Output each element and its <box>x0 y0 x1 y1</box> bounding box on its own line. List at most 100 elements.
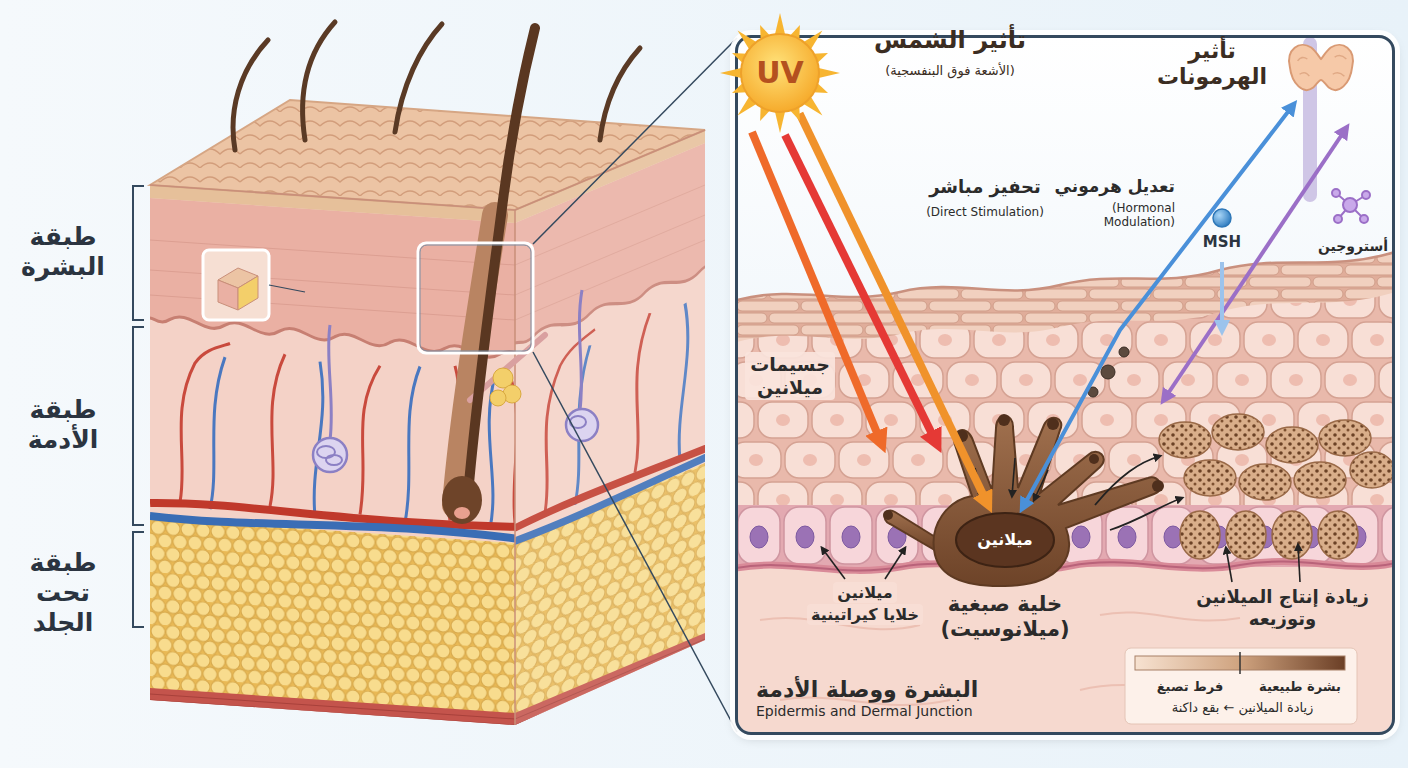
sun-ray <box>732 53 747 63</box>
sun-ray <box>775 13 786 35</box>
pigmented-keratinocyte <box>1180 511 1220 559</box>
annotation-label: (Direct Stimulation) <box>926 205 1044 219</box>
estrogen-molecule <box>1362 191 1370 199</box>
sun-ray <box>775 111 786 133</box>
layer-label: طبقة تحت الجلد <box>8 548 118 638</box>
zoom-leader <box>533 38 737 732</box>
hair-strand <box>303 22 335 140</box>
melanocyte-cell <box>934 416 1161 586</box>
heading-label: تأثير الشمس <box>874 26 1026 55</box>
flow-arrow <box>1220 262 1224 328</box>
estrogen-molecule <box>1334 215 1342 223</box>
flow-arrow <box>1110 498 1182 530</box>
text-holder: UV <box>735 28 825 118</box>
subheading-label: (الأشعة فوق البنفسجية) <box>885 63 1014 79</box>
sweat-gland <box>566 409 598 441</box>
sun-ray <box>803 96 823 116</box>
pigmented-keratinocyte <box>1266 427 1318 463</box>
melanocyte-cell <box>1089 454 1099 464</box>
label-slot: فرط تصبغ <box>1140 676 1240 695</box>
text-holder: البشرة ووصلة الأدمةEpidermis and Dermal … <box>756 677 978 720</box>
melanocyte-cell <box>998 414 1010 426</box>
pigmented-keratinocyte <box>1350 452 1392 488</box>
sun-ray <box>732 83 747 93</box>
inset-frame <box>203 243 533 353</box>
annotation-label: تحفيز مباشر <box>929 176 1041 198</box>
scale-box <box>1125 648 1357 724</box>
scale-label: بشرة طبيعية <box>1259 679 1341 695</box>
sun-label: UV <box>756 55 804 91</box>
nucleus-outline <box>956 513 1054 567</box>
label-slot: تأثير الشمس <box>870 26 1030 55</box>
flow-arrow <box>1012 458 1015 496</box>
layer-label: طبقة البشرة <box>8 222 118 282</box>
msh-molecule <box>1213 209 1231 227</box>
inset-frame <box>203 250 269 320</box>
melanocyte-cell <box>883 414 1164 586</box>
detail-illustration <box>738 38 1392 732</box>
label-slot: بشرة طبيعية <box>1250 676 1350 695</box>
sun-ray <box>790 25 800 40</box>
label-slot: MSH <box>1197 232 1247 251</box>
label-slot: طبقة الأدمة <box>8 395 118 455</box>
sweat-gland <box>317 446 335 458</box>
gland-heading: تأثير الهرمونات <box>1148 38 1276 91</box>
pigmented-keratinocyte <box>1239 464 1291 500</box>
label-slot: طبقة البشرة <box>8 222 118 282</box>
sun-circle: UV <box>735 28 825 118</box>
inset-frame <box>269 285 305 292</box>
pigmented-keratinocyte <box>1226 511 1266 559</box>
skin-block-outline <box>150 130 705 725</box>
detail-panel: البشرة ووصلة الأدمةEpidermis and Dermal … <box>735 35 1395 735</box>
flow-arrow <box>1298 545 1300 582</box>
inset-frame <box>418 243 533 353</box>
hair-follicle <box>442 476 482 524</box>
detail-illustration <box>738 38 1392 732</box>
estrogen-molecule <box>1332 189 1370 223</box>
hormone-label: أستروجين <box>1318 238 1388 255</box>
influence-arrow <box>1024 106 1293 506</box>
sun-ray <box>818 68 840 79</box>
estrogen-molecule <box>1360 215 1368 223</box>
hair-strand <box>395 24 442 132</box>
gland-texture <box>1298 56 1347 77</box>
pigmented-keratinocyte <box>1318 511 1358 559</box>
flow-arrow <box>885 548 905 579</box>
label-slot: زيادة الميلانين ← بقع داكنة <box>1135 697 1350 716</box>
estrogen-molecule <box>1343 198 1357 212</box>
pigmented-keratinocyte <box>1184 460 1236 496</box>
sun-disc <box>741 34 819 112</box>
inset-frame <box>420 245 531 351</box>
structure-label: ميلانين <box>833 582 897 603</box>
sun-shape <box>735 28 825 118</box>
pigmented-keratinocyte <box>1294 462 1346 498</box>
sun-ray <box>760 106 770 121</box>
text-holder: تأثير الهرمونات <box>1148 38 1276 91</box>
label-slot: (الأشعة فوق البنفسجية) <box>860 60 1040 79</box>
sun-ray <box>738 96 758 116</box>
inset-frame <box>218 280 238 310</box>
hair-strand <box>233 22 640 150</box>
melanocyte-cell <box>1047 418 1059 430</box>
panel-subtitle: Epidermis and Dermal Junction <box>756 703 978 720</box>
flow-arrow <box>822 548 845 579</box>
hair-follicle <box>454 507 470 519</box>
sweat-gland <box>313 438 347 472</box>
hair-strand <box>233 40 268 150</box>
label-slot: (Hormonal Modulation) <box>1040 201 1175 231</box>
detail-illustration <box>738 252 1392 300</box>
melanocyte-cell <box>1152 480 1164 492</box>
structure-label: جسيمات ميلانين <box>745 352 835 400</box>
detail-illustration <box>738 560 1392 732</box>
label-slot: طبقة تحت الجلد <box>8 548 118 638</box>
estrogen-molecule <box>1332 189 1340 197</box>
layer-bracket <box>133 186 144 627</box>
gland-shape <box>1282 38 1360 100</box>
pigmented-keratinocyte <box>1319 420 1371 456</box>
layer-label: طبقة الأدمة <box>8 395 118 455</box>
label-slot: تحفيز مباشر <box>925 176 1045 198</box>
layer-bracket <box>133 532 144 627</box>
sun-ray <box>813 53 828 63</box>
sun-ray <box>720 68 742 79</box>
